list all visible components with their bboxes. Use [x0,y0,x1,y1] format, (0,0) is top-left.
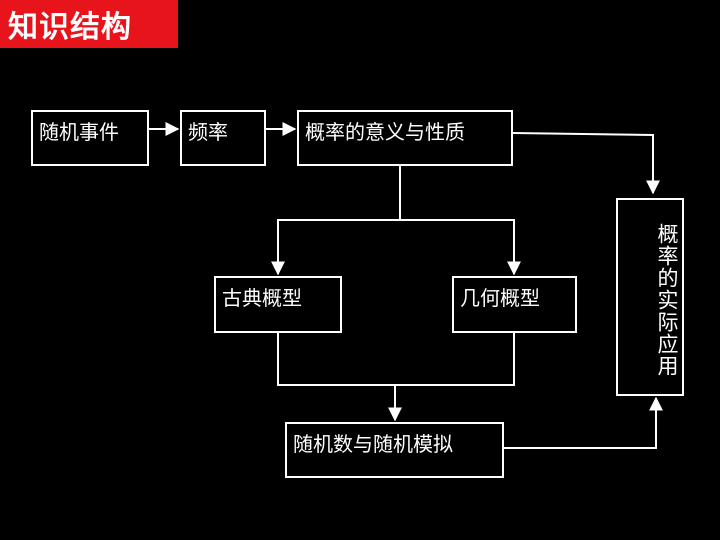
edge-probability-to-application [512,132,660,195]
node-probability-meaning: 概率的意义与性质 [297,110,513,166]
edge-models-merge [277,332,515,386]
slide-title: 知识结构 [0,0,178,48]
node-frequency: 频率 [180,110,266,166]
edge-simulation-to-application [504,396,663,449]
edge-probability-branch [271,166,401,276]
node-random-event: 随机事件 [31,110,149,166]
node-classical-model: 古典概型 [214,276,342,333]
node-geometric-model: 几何概型 [452,276,577,333]
edge-branch-to-geometric [400,219,521,276]
node-practical-application: 概率的实际应用 [616,198,684,396]
node-random-simulation: 随机数与随机模拟 [285,422,504,478]
